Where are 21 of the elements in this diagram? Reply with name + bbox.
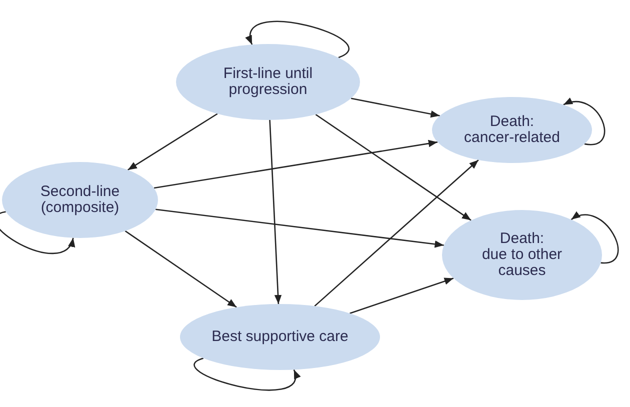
state-label: First-line until progression — [222, 66, 314, 98]
arrow — [154, 140, 438, 189]
state-label: due to other causes — [480, 247, 564, 279]
arrow — [127, 113, 218, 171]
arrow — [194, 358, 299, 391]
state-label: cancer-related — [464, 130, 560, 146]
arrow — [124, 230, 237, 308]
arrow — [350, 98, 440, 118]
state-label: Death: — [490, 114, 534, 130]
arrow — [246, 20, 350, 58]
state-label: Second-line (composite) — [39, 184, 121, 216]
arrow — [0, 211, 74, 254]
state-label: Best supportive care — [212, 329, 348, 345]
arrow — [314, 159, 479, 307]
state-label: Death: — [500, 231, 544, 247]
arrow — [156, 208, 444, 248]
arrow — [570, 212, 619, 264]
arrow — [315, 114, 472, 221]
arrow — [563, 98, 606, 145]
arrow — [350, 278, 454, 314]
arrow — [269, 120, 282, 304]
